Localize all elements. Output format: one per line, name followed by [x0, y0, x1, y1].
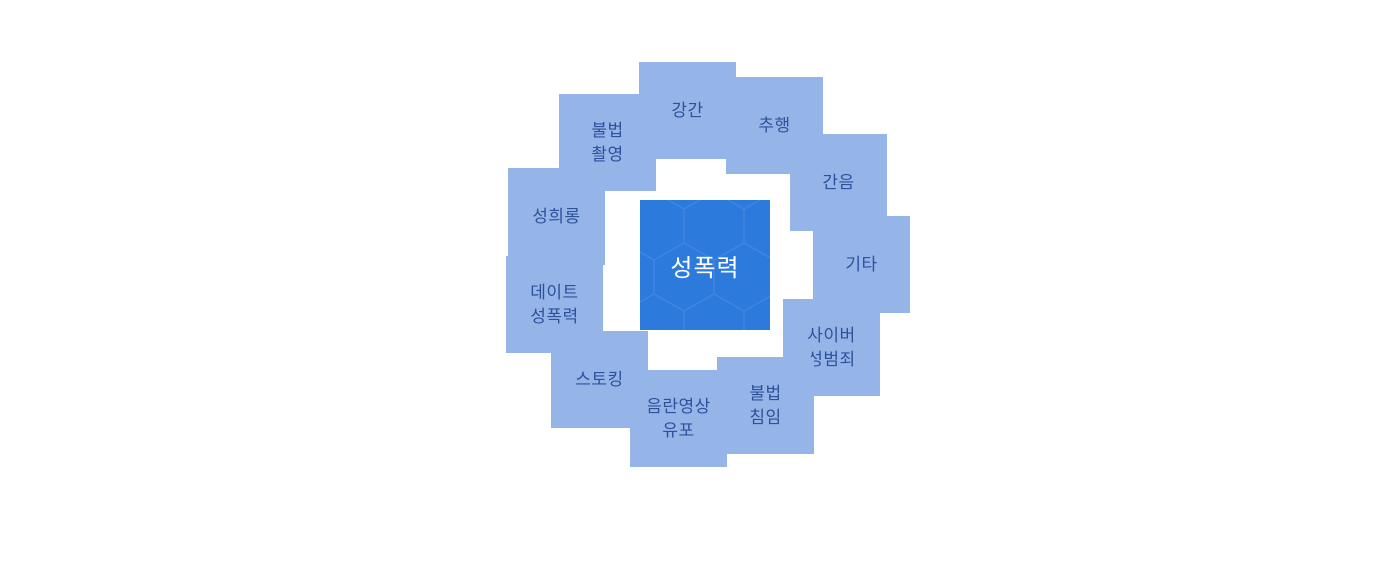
ring-item-label: 간음 [822, 172, 855, 192]
ring-item-label: 강간 [671, 100, 704, 120]
center-node-sexual-violence: 성폭력 [640, 200, 770, 330]
ring-item-label: 음란영상 유포 [646, 397, 711, 440]
ring-item-adultery: 간음 [790, 134, 887, 231]
ring-item-label: 데이트 성폭력 [530, 283, 579, 326]
ring-item-label: 불법 촬영 [591, 121, 624, 164]
ring-item-illegal-filming: 불법 촬영 [559, 94, 656, 191]
ring-item-dating-violence: 데이트 성폭력 [506, 256, 603, 353]
ring-item-label: 불법 침임 [749, 384, 782, 427]
ring-item-label: 추행 [758, 115, 791, 135]
ring-item-label: 기타 [845, 254, 878, 274]
ring-item-label: 성희롱 [532, 206, 581, 226]
ring-item-label: 스토킹 [575, 369, 624, 389]
ring-item-illegal-intrusion: 불법 침임 [717, 357, 814, 454]
ring-item-other: 기타 [813, 216, 910, 313]
ring-item-label: 사이버 성범죄 [807, 326, 856, 369]
center-label: 성폭력 [670, 254, 740, 282]
